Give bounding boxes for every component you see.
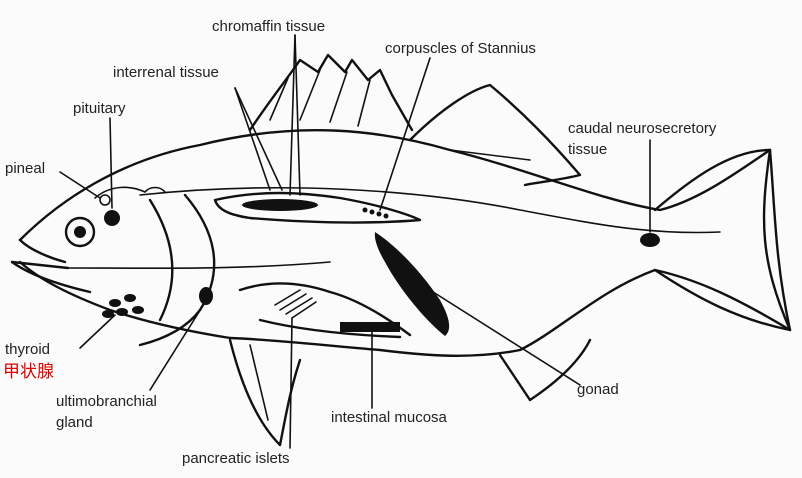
intestine (238, 282, 412, 339)
caudal-fin (653, 148, 792, 332)
leader-lines (59, 34, 651, 449)
thyroid-dots (102, 294, 144, 318)
label-caudal-tissue: tissue (568, 141, 608, 158)
label-pituitary: pituitary (73, 100, 126, 117)
label-gonad: gonad (577, 381, 619, 398)
corpuscles-dots (362, 207, 389, 219)
ultimobranchial-organ (199, 287, 213, 305)
label-intestinal-mucosa: intestinal mucosa (331, 409, 447, 426)
pancreatic-hatch (274, 289, 317, 319)
label-interrenal-tissue: interrenal tissue (113, 64, 219, 81)
pelvic-fin (228, 338, 302, 447)
label-chromaffin-tissue: chromaffin tissue (212, 18, 326, 35)
label-pancreatic-islets: pancreatic islets (182, 450, 290, 467)
anal-fin (498, 338, 592, 402)
eye (64, 216, 96, 248)
interrenal-band (213, 191, 422, 224)
label-pineal: pineal (5, 160, 46, 177)
dorsal-fin-spiny (248, 53, 414, 132)
label-thyroid-chinese: 甲状腺 (3, 362, 54, 381)
label-ultimobranchial: ultimobranchial (56, 393, 157, 410)
caudal-neurosecretory-organ (640, 233, 660, 247)
gonad-organ (374, 232, 450, 336)
label-caudal-neurosecretory: caudal neurosecretory (568, 120, 717, 137)
brain-area (94, 186, 166, 226)
label-ultimobranchial-gland: gland (56, 414, 93, 431)
dorsal-fin-soft (408, 83, 582, 187)
label-thyroid: thyroid (5, 341, 51, 358)
fish-body-outline (10, 128, 792, 357)
label-corpuscles-of-stannius: corpuscles of Stannius (385, 40, 536, 57)
